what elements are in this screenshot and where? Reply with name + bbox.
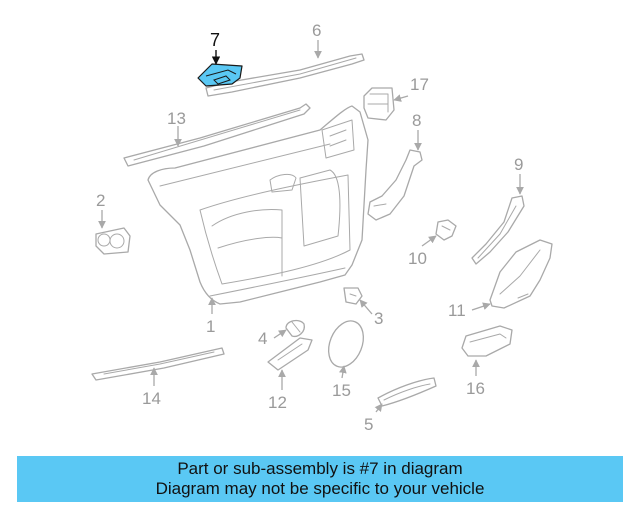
callout-9: 9 xyxy=(514,155,523,174)
part-5-bezel xyxy=(377,377,437,407)
callout-labels: 6 7 13 17 8 9 2 10 11 1 3 4 12 14 15 5 1… xyxy=(96,21,523,434)
callout-14: 14 xyxy=(142,389,161,408)
part-15-round-cover xyxy=(328,320,364,368)
callout-2: 2 xyxy=(96,191,105,210)
part-10-clip xyxy=(435,219,457,241)
callout-3: 3 xyxy=(374,309,383,328)
info-banner: Part or sub-assembly is #7 in diagram Di… xyxy=(17,456,623,502)
part-8-pull-handle xyxy=(367,149,423,221)
parts-diagram: 6 7 13 17 8 9 2 10 11 1 3 4 12 14 15 5 1… xyxy=(91,21,553,434)
callout-10: 10 xyxy=(408,249,427,268)
part-12-bracket xyxy=(267,337,313,371)
banner-line-2: Diagram may not be specific to your vehi… xyxy=(155,479,485,498)
callout-17: 17 xyxy=(410,75,429,94)
part-17-switch-bracket xyxy=(363,87,395,121)
part-13-weatherstrip xyxy=(123,103,311,167)
part-6-belt-molding xyxy=(205,53,365,97)
callout-4: 4 xyxy=(258,329,267,348)
part-2-speaker xyxy=(95,227,131,255)
callout-8: 8 xyxy=(412,111,421,130)
leader-lines xyxy=(98,40,524,413)
callout-11: 11 xyxy=(448,301,466,320)
part-9-armrest-strip xyxy=(471,195,525,265)
part-3-screw xyxy=(343,287,363,305)
part-4-retainer xyxy=(285,319,305,338)
callout-1: 1 xyxy=(206,317,215,336)
callout-7: 7 xyxy=(210,30,220,50)
callout-15: 15 xyxy=(332,381,351,400)
part-11-trim-cover xyxy=(489,239,553,309)
part-14-lower-molding xyxy=(91,347,225,381)
callout-16: 16 xyxy=(466,379,485,398)
callout-6: 6 xyxy=(312,21,321,40)
callout-13: 13 xyxy=(167,109,186,128)
callout-12: 12 xyxy=(268,393,287,412)
part-1-door-trim-panel xyxy=(147,105,369,305)
callout-5: 5 xyxy=(364,415,373,434)
part-16-handle-bezel xyxy=(461,325,513,357)
banner-line-1: Part or sub-assembly is #7 in diagram xyxy=(177,459,463,478)
